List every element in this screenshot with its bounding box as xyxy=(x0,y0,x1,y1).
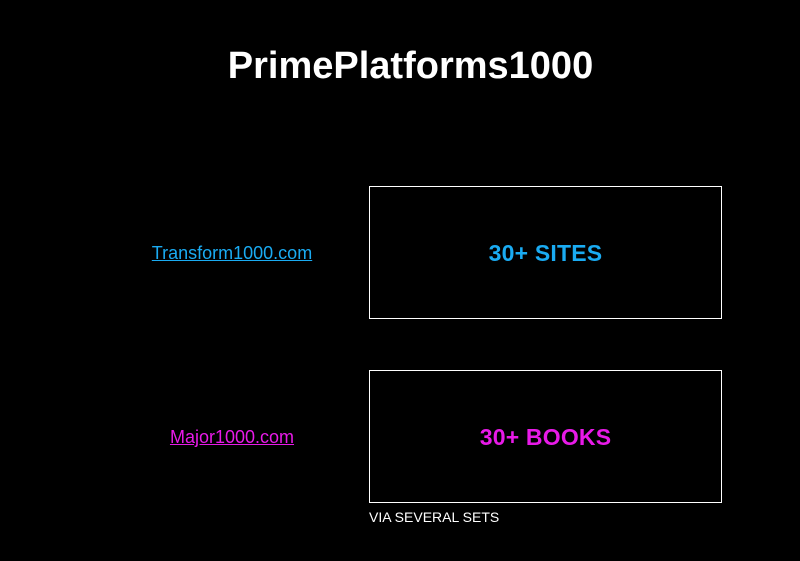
transform1000-link[interactable]: Transform1000.com xyxy=(151,243,313,263)
books-count-box: 30+ BOOKS xyxy=(369,370,722,503)
sites-count-label: 30+ SITES xyxy=(488,239,603,266)
sites-count-box: 30+ SITES xyxy=(369,186,722,319)
page-title: PrimePlatforms1000 xyxy=(227,45,594,87)
books-count-label: 30+ BOOKS xyxy=(479,423,612,450)
footnote-text: VIA SEVERAL SETS xyxy=(369,509,500,525)
major1000-link[interactable]: Major1000.com xyxy=(169,427,295,447)
